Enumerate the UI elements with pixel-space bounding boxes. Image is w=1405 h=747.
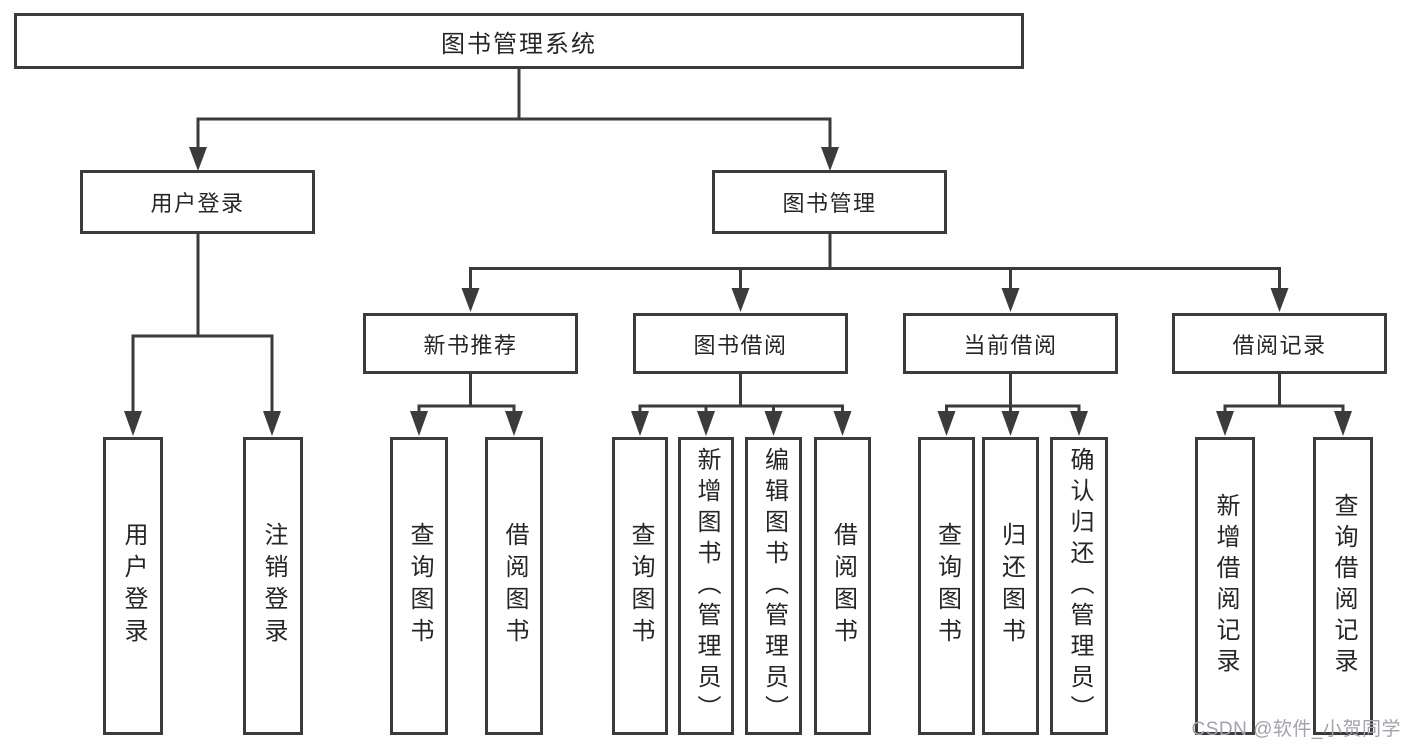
leaf-borrow-book-borrow: 借阅图书: [814, 437, 871, 735]
node-label: 借阅记录: [1232, 332, 1327, 358]
node-label: 归还图书: [997, 522, 1025, 650]
leaf-query-borrow-record: 查询借阅记录: [1313, 437, 1373, 735]
node-label: 注销登录: [260, 522, 287, 650]
leaf-add-borrow-record: 新增借阅记录: [1195, 437, 1255, 735]
node-label: 当前借阅: [963, 332, 1058, 358]
node-current-borrow: 当前借阅: [903, 313, 1118, 374]
leaf-query-book-borrow: 查询图书: [612, 437, 668, 735]
leaf-logout: 注销登录: [243, 437, 303, 735]
node-label: 查询图书: [933, 522, 961, 650]
leaf-query-book-recommend: 查询图书: [390, 437, 448, 735]
node-label: 图书借阅: [693, 332, 788, 358]
node-label: 新增借阅记录: [1212, 493, 1239, 679]
node-book-borrow: 图书借阅: [633, 313, 848, 374]
node-borrow-records: 借阅记录: [1172, 313, 1387, 374]
node-label: 借阅图书: [501, 522, 528, 650]
leaf-edit-book-admin: 编辑图书（管理员）: [745, 437, 802, 735]
node-new-book-recommend: 新书推荐: [363, 313, 578, 374]
node-label: 图书管理: [782, 191, 877, 216]
node-label: 新增图书（管理员）: [693, 446, 720, 726]
node-label: 查询图书: [627, 522, 654, 650]
leaf-query-book-current: 查询图书: [918, 437, 975, 735]
node-label: 用户登录: [120, 522, 147, 650]
node-label: 用户登录: [150, 191, 245, 216]
node-label: 图书管理系统: [441, 30, 597, 58]
leaf-borrow-book-recommend: 借阅图书: [485, 437, 543, 735]
node-label: 新书推荐: [423, 332, 518, 358]
node-label: 查询图书: [406, 522, 433, 650]
leaf-return-book: 归还图书: [982, 437, 1039, 735]
node-label: 查询借阅记录: [1330, 493, 1357, 679]
arrowhead-icons: [124, 147, 1352, 436]
leaf-add-book-admin: 新增图书（管理员）: [678, 437, 734, 735]
node-library-management-system: 图书管理系统: [14, 13, 1024, 69]
watermark-text: CSDN @软件_小贺同学: [1191, 719, 1401, 740]
leaf-user-login: 用户登录: [103, 437, 163, 735]
node-label: 编辑图书（管理员）: [760, 446, 788, 726]
node-user-login: 用户登录: [80, 170, 315, 234]
node-label: 确认归还（管理员）: [1066, 446, 1093, 726]
node-label: 借阅图书: [829, 522, 857, 650]
node-book-management: 图书管理: [712, 170, 947, 234]
leaf-confirm-return-admin: 确认归还（管理员）: [1050, 437, 1108, 735]
